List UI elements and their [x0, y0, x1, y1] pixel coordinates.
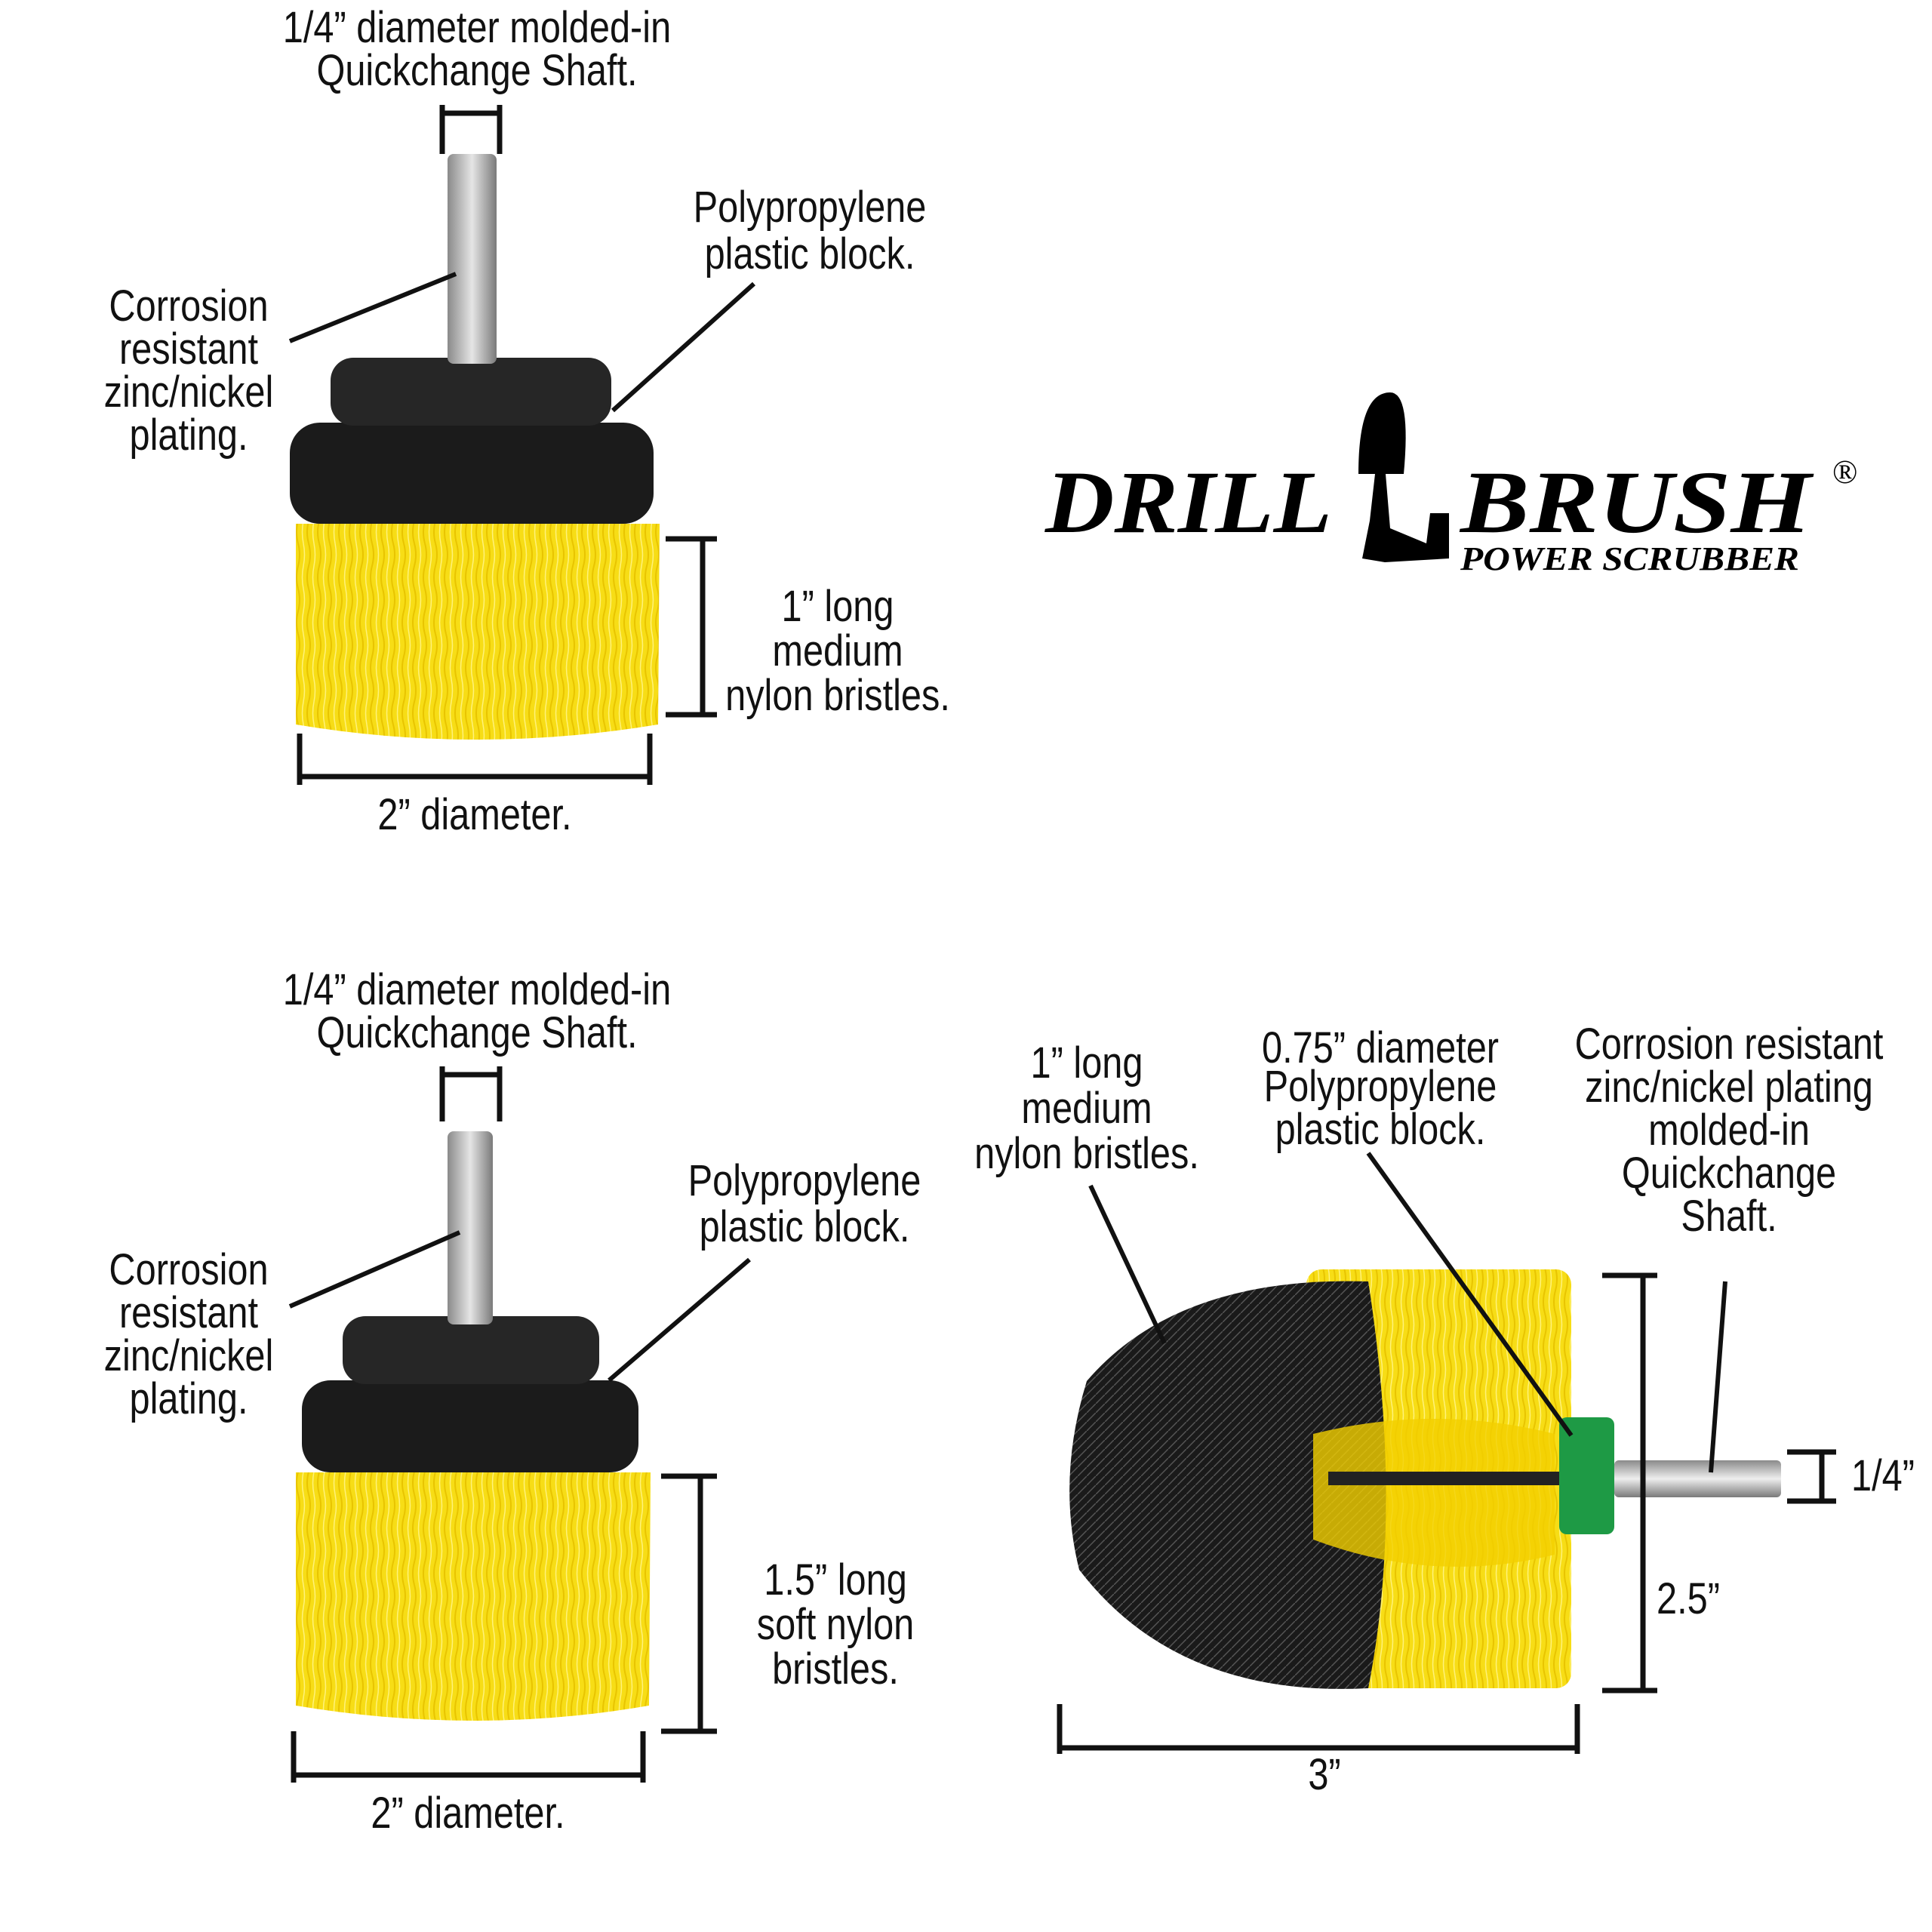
diameter-dimension [297, 734, 653, 785]
hex-shaft [448, 154, 497, 364]
plating-label: plating. [129, 1375, 248, 1423]
drillbrush-logo: DRILL BRUSH ® POWER SCRUBBER [1044, 392, 1857, 577]
plating-label: plating. [129, 411, 248, 460]
plating-label: Corrosion [109, 1246, 268, 1294]
bristle-label: 1” long [1031, 1039, 1143, 1088]
height-dimension [1602, 1272, 1657, 1694]
bristles [296, 1472, 651, 1721]
block-leader-line [608, 1257, 751, 1383]
logo-text-brush: BRUSH [1459, 453, 1814, 552]
plastic-disc [302, 1380, 638, 1472]
bristle-label: 1.5” long [764, 1556, 907, 1604]
bristle-length-dimension [661, 1473, 717, 1734]
block-label: plastic block. [1275, 1106, 1486, 1154]
brush-bottom-right: 1” long medium nylon bristles. 0.75” dia… [974, 1020, 1915, 1799]
plating-label: resistant [119, 325, 258, 374]
block-label: plastic block. [705, 230, 915, 278]
bristle-label: nylon bristles. [725, 672, 950, 720]
shaft-label: Corrosion resistant [1575, 1020, 1884, 1069]
plastic-disc [290, 423, 654, 524]
shaft-label: Shaft. [1681, 1192, 1777, 1241]
block-label: plastic block. [700, 1203, 910, 1251]
plating-label: zinc/nickel [104, 368, 274, 417]
plastic-block [331, 358, 611, 426]
drill-brush-icon [1358, 392, 1449, 562]
black-bristles [1069, 1281, 1386, 1689]
height-label: 2.5” [1657, 1575, 1720, 1623]
hex-shaft [448, 1131, 493, 1324]
hex-shaft [1614, 1460, 1781, 1497]
plating-label: resistant [119, 1289, 258, 1337]
bristles [296, 524, 660, 740]
logo-tagline: POWER SCRUBBER [1460, 540, 1799, 577]
block-leader-line [1366, 1152, 1574, 1437]
shaft-diameter-label: 1/4” [1851, 1452, 1915, 1500]
shaft-dimension-bracket [439, 1066, 503, 1121]
twisted-wire-core [1328, 1472, 1562, 1485]
shaft-diameter-dimension [1787, 1449, 1836, 1504]
shaft-label: zinc/nickel plating [1585, 1063, 1873, 1112]
plating-label: Corrosion [109, 282, 268, 331]
plastic-block [343, 1316, 599, 1384]
block-leader-line [611, 281, 756, 413]
bristle-label: nylon bristles. [974, 1130, 1199, 1178]
bristle-length-dimension [666, 536, 717, 718]
shaft-label: molded-in [1648, 1106, 1810, 1155]
length-dimension [1057, 1704, 1580, 1754]
block-label: 0.75” diameter [1262, 1024, 1499, 1072]
diameter-dimension [291, 1731, 646, 1783]
brush-top-left: 1/4” diameter molded-in Quickchange Shaf… [104, 4, 950, 839]
shaft-dimension-bracket [439, 105, 503, 154]
bristle-label: 1” long [782, 583, 894, 631]
shaft-label: 1/4” diameter molded-in [283, 4, 671, 52]
bristle-label: medium [1021, 1084, 1152, 1133]
bristle-label: medium [772, 627, 903, 675]
shaft-label: Quickchange Shaft. [316, 47, 637, 95]
shaft-leader-line [1709, 1281, 1727, 1473]
plating-label: zinc/nickel [104, 1332, 274, 1380]
logo-registered-mark: ® [1832, 454, 1857, 491]
green-collar [1559, 1417, 1614, 1534]
length-label: 3” [1308, 1751, 1340, 1799]
bristle-label: bristles. [772, 1645, 899, 1694]
bristle-leader-line [1088, 1184, 1167, 1345]
block-label: Polypropylene [1264, 1063, 1497, 1111]
logo-text-drill: DRILL [1044, 453, 1332, 552]
yellow-bristle-tufts [1313, 1419, 1555, 1567]
diameter-label: 2” diameter. [371, 1789, 565, 1838]
shaft-label: Quickchange Shaft. [316, 1009, 637, 1057]
brush-bottom-left: 1/4” diameter molded-in Quickchange Shaf… [104, 966, 921, 1838]
bristle-label: soft nylon [757, 1601, 914, 1649]
shaft-label: 1/4” diameter molded-in [283, 966, 671, 1014]
shaft-label: Quickchange [1622, 1149, 1836, 1198]
plating-leader-line [288, 1230, 461, 1309]
block-label: Polypropylene [694, 183, 927, 232]
block-label: Polypropylene [688, 1157, 921, 1205]
plating-leader-line [288, 272, 457, 343]
diameter-label: 2” diameter. [377, 791, 571, 839]
